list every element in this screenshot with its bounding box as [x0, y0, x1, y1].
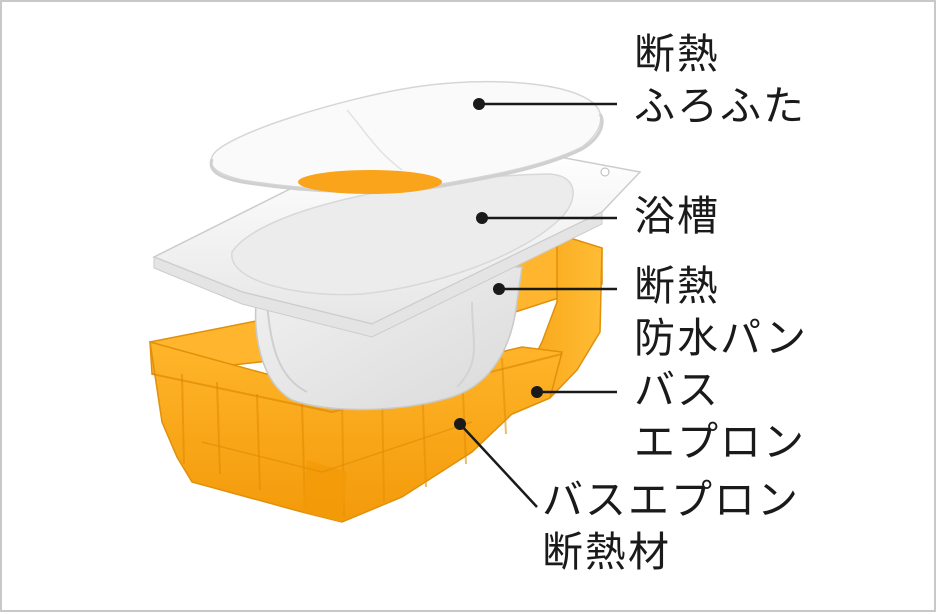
label-insulated-lid-line1: 断熱: [634, 30, 720, 78]
label-bath-apron-insulation-line2: 断熱材: [542, 528, 671, 576]
leader-dot-tub: [476, 212, 488, 224]
insulated-bath-lid: [209, 80, 604, 194]
label-bath-apron-insulation: バスエプロン 断熱材: [542, 474, 800, 578]
leader-dot-pan: [493, 283, 505, 295]
label-bathtub-line1: 浴槽: [634, 192, 720, 240]
leader-line-apron-insulation: [459, 423, 538, 508]
lid-handle: [298, 170, 442, 194]
bathtub-rim: [152, 149, 642, 338]
leader-dot-lid: [473, 98, 485, 110]
label-insulated-lid-line2: ふろふた: [634, 82, 806, 130]
label-bath-apron-line1: バス: [634, 366, 720, 414]
label-insulated-lid: 断熱 ふろふた: [634, 28, 806, 132]
leader-dot-apron: [531, 386, 543, 398]
label-bath-apron: バス エプロン: [634, 364, 806, 468]
label-bath-apron-line2: エプロン: [634, 418, 806, 466]
label-insulated-pan: 断熱 防水パン: [634, 260, 808, 364]
label-insulated-pan-line2: 防水パン: [634, 314, 809, 362]
leader-dot-apron-insulation: [454, 418, 466, 430]
label-insulated-pan-line1: 断熱: [634, 262, 720, 310]
label-bath-apron-insulation-line1: バスエプロン: [542, 476, 800, 524]
label-bathtub: 浴槽: [634, 190, 720, 242]
leader-lines: [454, 98, 617, 508]
